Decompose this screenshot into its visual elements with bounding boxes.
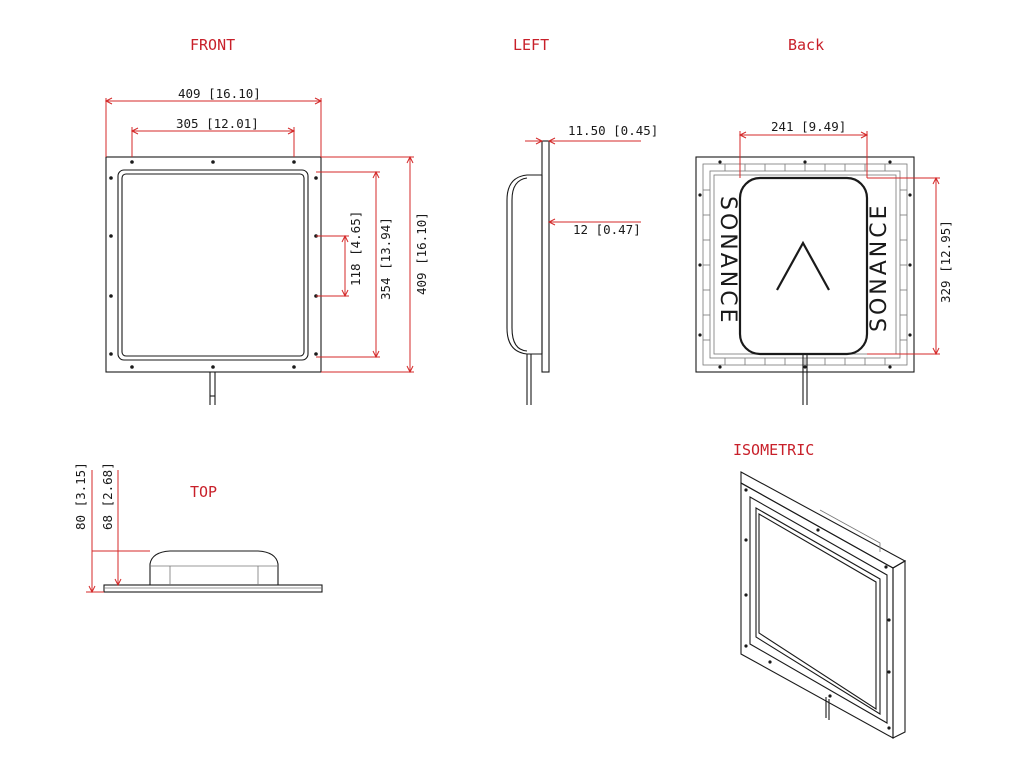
front-small-height-label: 118 [4.65] [348, 211, 363, 286]
back-enclosure [738, 176, 869, 356]
back-outer-frame [695, 156, 915, 373]
left-flange [541, 140, 550, 373]
back-dimensions: 241 [9.49] 329 [12.95] [738, 119, 953, 356]
left-view [506, 140, 550, 405]
brand-right: SONANCE [867, 202, 892, 332]
front-bezel [117, 169, 309, 361]
sonance-logo-icon [776, 240, 830, 291]
iso-front-face [740, 482, 894, 739]
iso-bezel [749, 496, 888, 724]
top-dimensions: 80 [3.15] 68 [2.68] [73, 462, 150, 594]
iso-grille [755, 507, 881, 715]
top-flange [103, 584, 323, 593]
brand-left: SONANCE [715, 196, 740, 326]
iso-mounting-screws [744, 488, 891, 730]
iso-side-edge [892, 560, 906, 739]
left-view-title: LEFT [513, 36, 549, 54]
top-view-title: TOP [190, 483, 217, 501]
front-inner-height-label: 354 [13.94] [378, 217, 393, 300]
front-width-label: 409 [16.10] [178, 86, 261, 101]
front-dimensions: 409 [16.10] 305 [12.01] 409 [16.10] 354 … [104, 86, 429, 374]
back-height-label: 329 [12.95] [938, 220, 953, 303]
front-cable [209, 372, 216, 405]
front-outer-frame [105, 156, 322, 373]
top-body [149, 550, 279, 585]
left-flange-label: 11.50 [0.45] [568, 123, 658, 138]
left-body [506, 174, 542, 355]
top-body-height-label: 68 [2.68] [100, 462, 115, 530]
front-height-label: 409 [16.10] [414, 212, 429, 295]
front-grille [121, 173, 305, 357]
back-mounting-screws [698, 160, 912, 369]
top-total-height-label: 80 [3.15] [73, 462, 88, 530]
top-view [103, 550, 323, 593]
isometric-view-title: ISOMETRIC [733, 441, 814, 459]
front-view [105, 156, 322, 405]
left-depth-label: 12 [0.47] [573, 222, 641, 237]
back-width-label: 241 [9.49] [771, 119, 846, 134]
front-mounting-screws [109, 160, 318, 369]
back-rib-ticks [703, 164, 907, 365]
left-dimensions: 11.50 [0.45] 12 [0.47] [525, 123, 658, 237]
front-view-title: FRONT [190, 36, 235, 54]
isometric-view [740, 471, 907, 739]
back-view-title: Back [788, 36, 824, 54]
front-inner-width-label: 305 [12.01] [176, 116, 259, 131]
back-view: SONANCE SONANCE [695, 156, 915, 405]
